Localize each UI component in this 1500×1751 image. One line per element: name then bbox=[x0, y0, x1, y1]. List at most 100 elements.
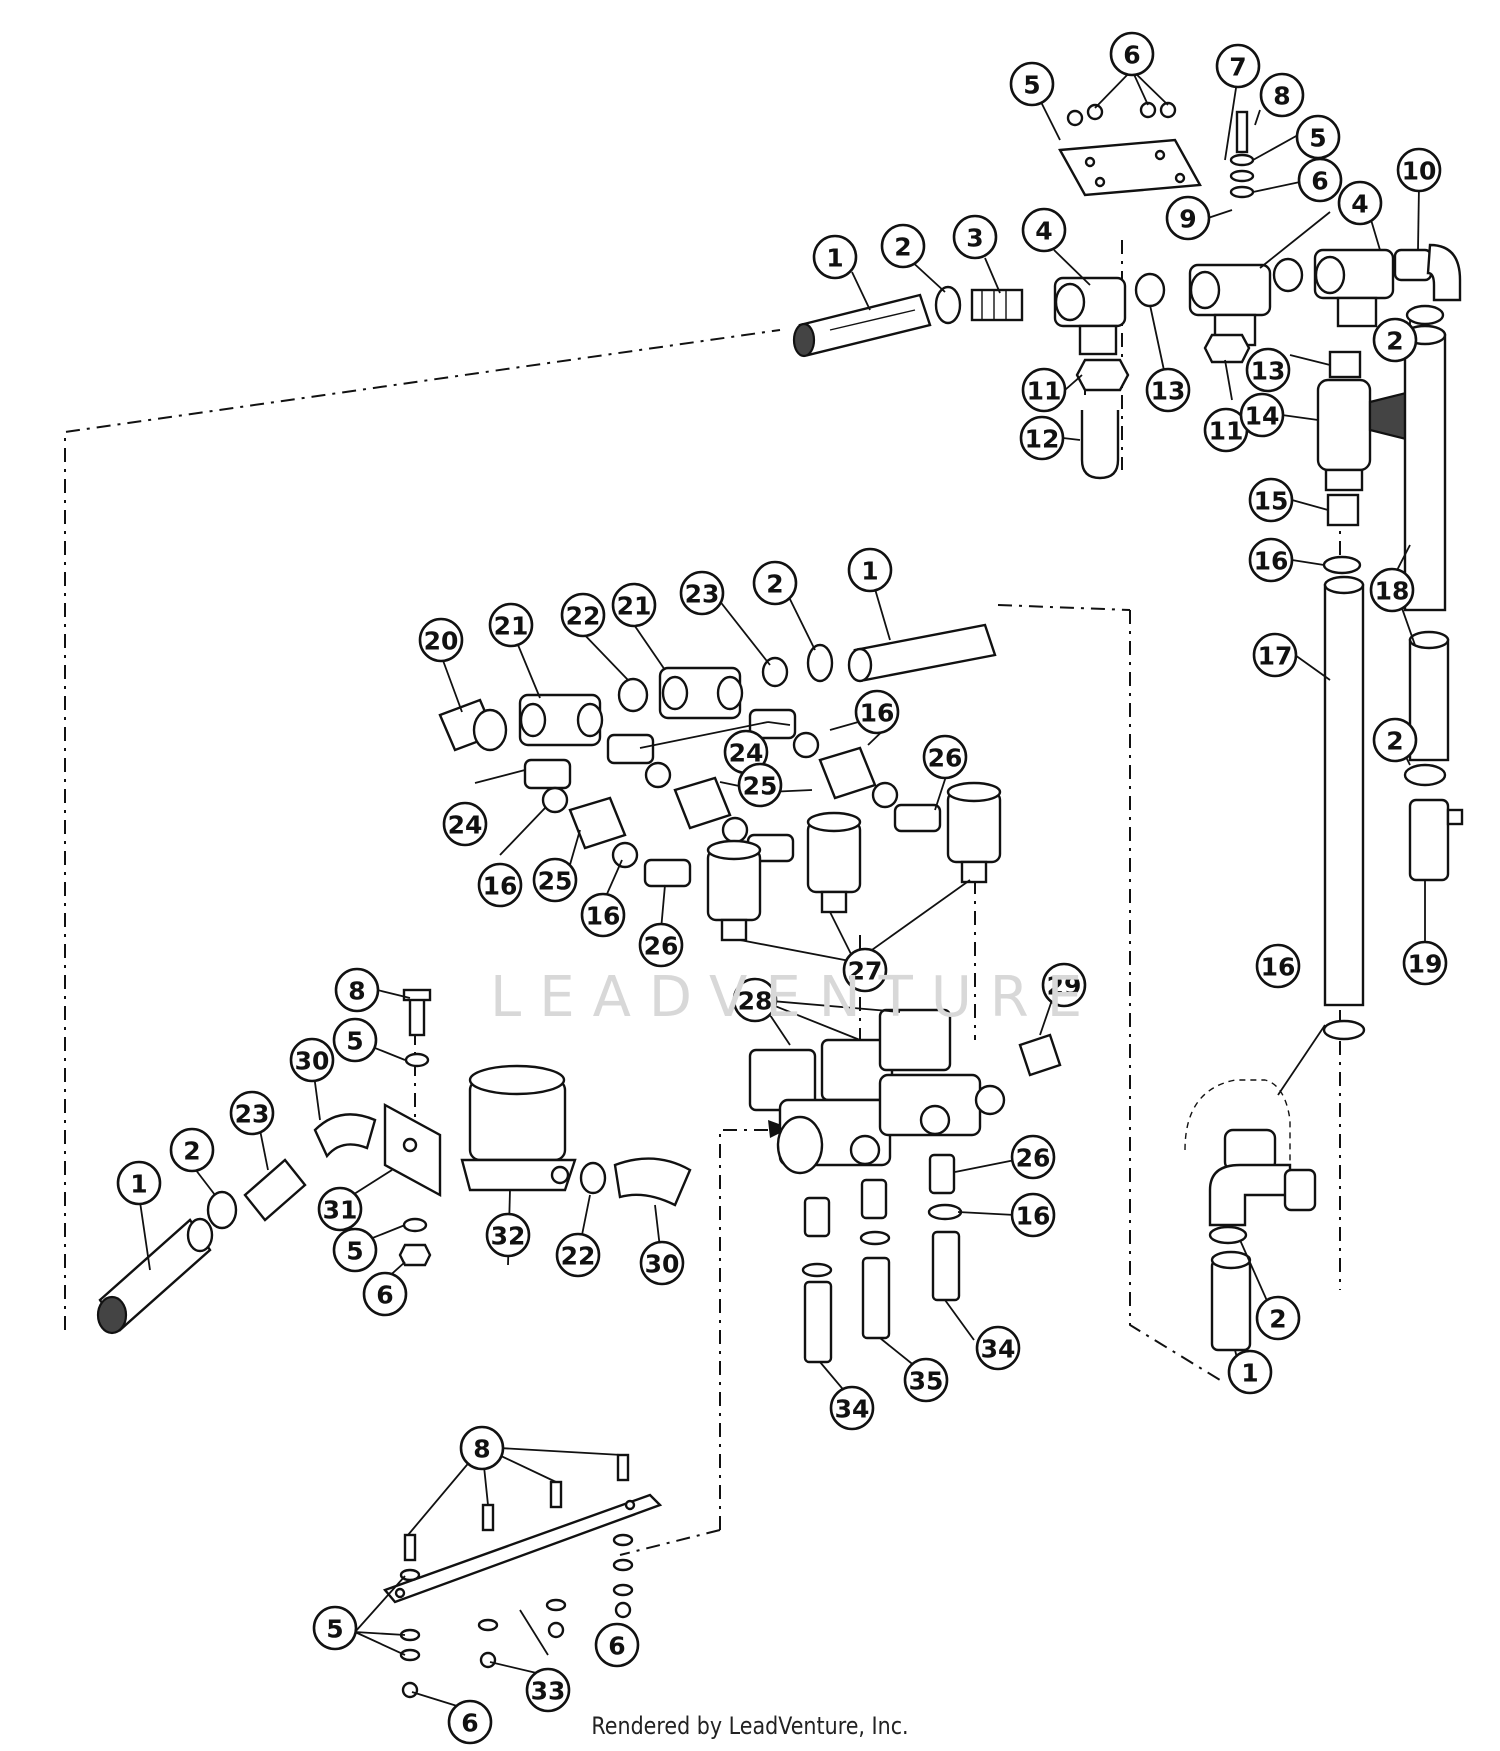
hose-top-left bbox=[792, 293, 932, 358]
clamp-16-lower-b bbox=[859, 1230, 891, 1246]
fitting-13-lower bbox=[1328, 350, 1362, 379]
nipple-13-left bbox=[1134, 272, 1166, 308]
barb-outlet-a bbox=[803, 1196, 831, 1238]
svg-text:25: 25 bbox=[538, 867, 573, 896]
svg-text:11: 11 bbox=[1027, 377, 1062, 406]
svg-text:5: 5 bbox=[1309, 124, 1326, 153]
svg-text:21: 21 bbox=[617, 592, 652, 621]
nipple-22-top bbox=[617, 677, 649, 713]
render-credit: Rendered by LeadVenture, Inc. bbox=[591, 1712, 909, 1740]
svg-text:23: 23 bbox=[685, 580, 720, 609]
callout-12: 12 bbox=[1019, 415, 1065, 461]
svg-text:15: 15 bbox=[1254, 487, 1289, 516]
hose-barb-top bbox=[970, 288, 1024, 322]
callout-14: 14 bbox=[1239, 392, 1285, 438]
mounting-plate-top bbox=[1058, 101, 1255, 199]
svg-text:10: 10 bbox=[1402, 157, 1437, 186]
callout-23: 23 bbox=[229, 1090, 275, 1136]
hose-35 bbox=[861, 1256, 891, 1340]
plug-29 bbox=[1018, 1033, 1062, 1077]
callout-16: 16 bbox=[1010, 1192, 1056, 1238]
svg-text:26: 26 bbox=[928, 744, 963, 773]
callout-32: 32 bbox=[485, 1212, 531, 1258]
svg-text:17: 17 bbox=[1258, 642, 1293, 671]
barb-26-lower bbox=[928, 1153, 956, 1195]
svg-text:22: 22 bbox=[561, 1242, 596, 1271]
callout-19: 19 bbox=[1402, 940, 1448, 986]
svg-text:13: 13 bbox=[1151, 377, 1186, 406]
hose-25-b bbox=[673, 776, 732, 830]
svg-text:33: 33 bbox=[531, 1677, 566, 1706]
svg-text:5: 5 bbox=[326, 1615, 343, 1644]
svg-text:1: 1 bbox=[861, 557, 878, 586]
regulator-27-b bbox=[806, 811, 862, 914]
svg-text:8: 8 bbox=[1273, 82, 1290, 111]
svg-text:28: 28 bbox=[738, 987, 773, 1016]
svg-text:20: 20 bbox=[424, 627, 459, 656]
callout-34: 34 bbox=[829, 1385, 875, 1431]
callout-22: 22 bbox=[555, 1232, 601, 1278]
callout-11: 11 bbox=[1021, 367, 1067, 413]
callout-26: 26 bbox=[922, 734, 968, 780]
watermark: LEADVENTURE bbox=[490, 965, 1101, 1030]
svg-text:1: 1 bbox=[826, 244, 843, 273]
clamp-2-mid bbox=[806, 643, 834, 683]
ball-valve-14 bbox=[1316, 378, 1412, 492]
callout-1: 1 bbox=[847, 547, 893, 593]
nipple-13-right bbox=[1272, 257, 1304, 293]
callout-3: 3 bbox=[952, 214, 998, 260]
callout-5: 5 bbox=[1295, 114, 1341, 160]
clamp-16-lower-c bbox=[927, 1203, 963, 1221]
svg-text:1: 1 bbox=[1241, 1359, 1258, 1388]
svg-text:14: 14 bbox=[1245, 402, 1280, 431]
svg-text:24: 24 bbox=[448, 811, 483, 840]
svg-text:5: 5 bbox=[346, 1237, 363, 1266]
svg-text:2: 2 bbox=[183, 1137, 200, 1166]
regulator-27-a bbox=[706, 839, 762, 942]
svg-text:30: 30 bbox=[295, 1047, 330, 1076]
barb-24-c bbox=[748, 708, 797, 740]
nuts-6-bottom bbox=[401, 1601, 632, 1699]
callout-24: 24 bbox=[442, 801, 488, 847]
callout-28: 28 bbox=[732, 977, 778, 1023]
callout-2: 2 bbox=[1372, 717, 1418, 763]
callout-8: 8 bbox=[459, 1425, 505, 1471]
callout-35: 35 bbox=[903, 1357, 949, 1403]
callout-26: 26 bbox=[1010, 1134, 1056, 1180]
svg-text:18: 18 bbox=[1375, 577, 1410, 606]
barb-23-lower bbox=[243, 1158, 307, 1222]
elbow-30-right bbox=[613, 1157, 692, 1207]
callout-17: 17 bbox=[1252, 632, 1298, 678]
hose-1-lower-right bbox=[1210, 1250, 1252, 1352]
hose-34-left bbox=[803, 1280, 833, 1364]
callout-10: 10 bbox=[1396, 147, 1442, 193]
callout-26: 26 bbox=[638, 922, 684, 968]
svg-text:16: 16 bbox=[860, 699, 895, 728]
clamp-2-right-top bbox=[1405, 304, 1445, 326]
svg-text:22: 22 bbox=[566, 602, 601, 631]
callout-2: 2 bbox=[1255, 1295, 1301, 1341]
clamp-16-b bbox=[644, 761, 672, 789]
regulator-27-c bbox=[946, 781, 1002, 884]
barb-24-b bbox=[606, 733, 655, 765]
barb-26-c bbox=[893, 803, 942, 833]
callout-33: 33 bbox=[525, 1667, 571, 1713]
callout-6: 6 bbox=[362, 1271, 408, 1317]
callout-31: 31 bbox=[317, 1186, 363, 1232]
clamp-16-c bbox=[792, 731, 820, 759]
svg-text:30: 30 bbox=[645, 1250, 680, 1279]
bushing-11-left bbox=[1075, 358, 1130, 392]
clamp-2-lower-right bbox=[1208, 1225, 1248, 1245]
hose-34-right bbox=[931, 1230, 961, 1302]
strainer-32 bbox=[460, 1064, 577, 1192]
svg-text:7: 7 bbox=[1229, 53, 1246, 82]
bushing-11-right bbox=[1203, 333, 1251, 364]
callout-23: 23 bbox=[679, 570, 725, 616]
washers-5-bottom bbox=[399, 1533, 634, 1662]
washer-5-left-bottom bbox=[402, 1217, 428, 1233]
callout-18: 18 bbox=[1369, 567, 1415, 613]
clamp-16-a bbox=[541, 786, 569, 814]
callout-8: 8 bbox=[334, 967, 380, 1013]
svg-text:34: 34 bbox=[835, 1395, 870, 1424]
clamp-16-f bbox=[871, 781, 899, 809]
